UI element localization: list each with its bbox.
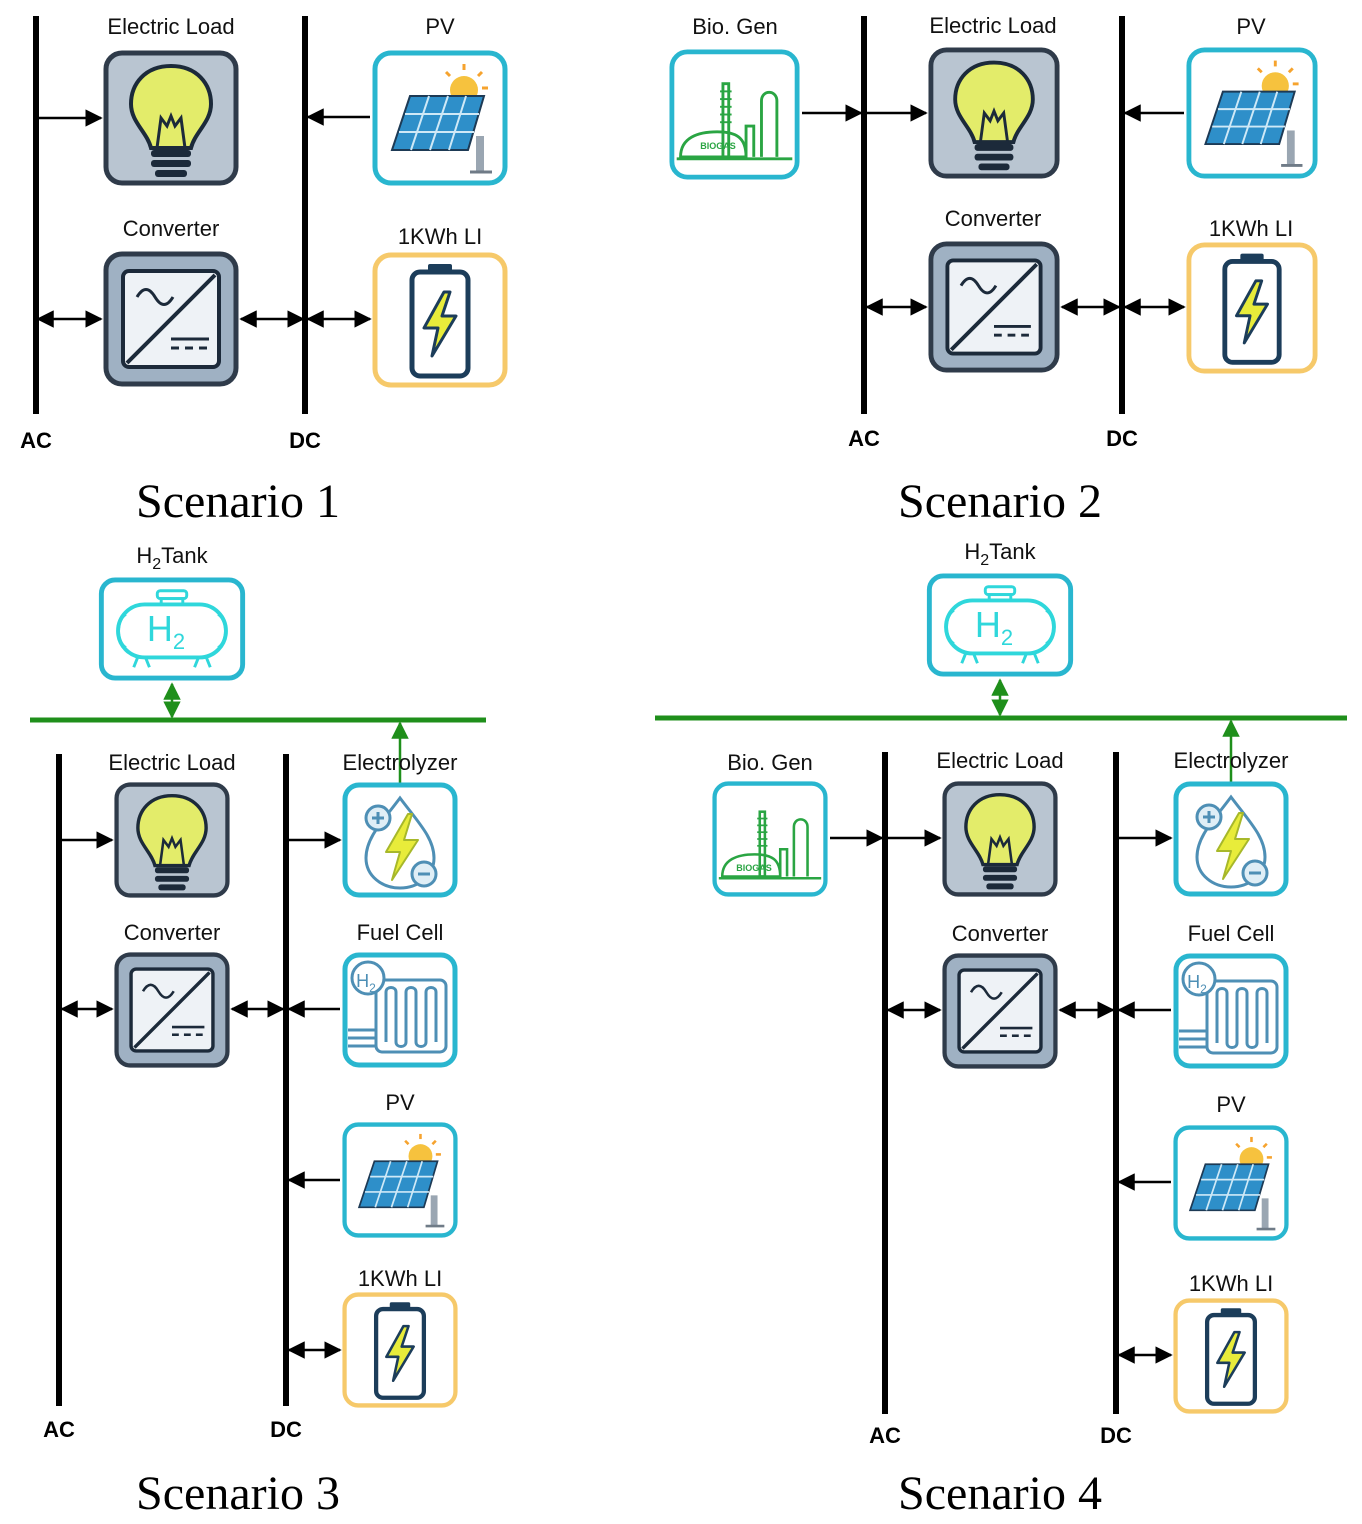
h2-tank-label: H2Tank bbox=[964, 539, 1036, 569]
battery-label: 1KWh LI bbox=[358, 1266, 442, 1291]
battery-label: 1KWh LI bbox=[1189, 1271, 1273, 1296]
scenario-3: H2Tank H2 AC DC Electric Load Converter … bbox=[30, 543, 486, 1520]
converter-label: Converter bbox=[945, 206, 1042, 231]
pv-label: PV bbox=[1236, 14, 1266, 39]
biogas-text: BIOGAS bbox=[736, 863, 772, 873]
dc-bus-label: DC bbox=[270, 1417, 302, 1442]
h2-tank-symbol: H2 bbox=[975, 604, 1013, 650]
bio-gen-label: Bio. Gen bbox=[692, 14, 778, 39]
ac-bus-label: AC bbox=[869, 1423, 901, 1448]
h2-tank-symbol: H2 bbox=[147, 608, 185, 654]
biogas-plant-icon bbox=[672, 52, 797, 177]
electric-load-label: Electric Load bbox=[936, 748, 1063, 773]
converter-label: Converter bbox=[124, 920, 221, 945]
scenario-caption: Scenario 3 bbox=[136, 1467, 340, 1520]
dc-bus-label: DC bbox=[289, 428, 321, 453]
battery-icon bbox=[375, 255, 505, 385]
lightbulb-icon bbox=[106, 53, 236, 183]
ac-bus-label: AC bbox=[20, 428, 52, 453]
electrolyzer-icon bbox=[1176, 784, 1286, 894]
battery-label: 1KWh LI bbox=[1209, 216, 1293, 241]
ac-bus-label: AC bbox=[43, 1417, 75, 1442]
scenario-4: H2Tank H2 AC DC Bio. Gen BIOGAS Electric… bbox=[655, 539, 1347, 1520]
dc-bus-label: DC bbox=[1106, 426, 1138, 451]
dc-bus-label: DC bbox=[1100, 1423, 1132, 1448]
solar-panel-icon bbox=[1176, 1128, 1287, 1239]
h2-tank-label: H2Tank bbox=[136, 543, 208, 573]
pv-label: PV bbox=[425, 14, 455, 39]
lightbulb-icon bbox=[117, 785, 228, 896]
electric-load-label: Electric Load bbox=[929, 13, 1056, 38]
battery-icon bbox=[345, 1295, 456, 1406]
biogas-text: BIOGAS bbox=[700, 141, 736, 151]
bio-gen-label: Bio. Gen bbox=[727, 750, 813, 775]
ac-bus-label: AC bbox=[848, 426, 880, 451]
fuel-cell-h2-symbol: H2 bbox=[1187, 972, 1207, 996]
pv-label: PV bbox=[1216, 1092, 1246, 1117]
electrolyzer-label: Electrolyzer bbox=[1174, 748, 1289, 773]
fuel-cell-h2-symbol: H2 bbox=[356, 971, 376, 995]
fuel-cell-label: Fuel Cell bbox=[357, 920, 444, 945]
converter-icon bbox=[945, 956, 1056, 1067]
scenario-caption: Scenario 4 bbox=[898, 1467, 1102, 1520]
battery-icon bbox=[1189, 245, 1315, 371]
converter-label: Converter bbox=[123, 216, 220, 241]
fuel-cell-label: Fuel Cell bbox=[1188, 921, 1275, 946]
solar-panel-icon bbox=[375, 53, 505, 183]
scenario-caption: Scenario 1 bbox=[136, 475, 340, 528]
pv-label: PV bbox=[385, 1090, 415, 1115]
scenario-2: AC DC Bio. Gen BIOGAS Electric Load Conv… bbox=[672, 13, 1315, 528]
converter-icon bbox=[106, 254, 236, 384]
converter-icon bbox=[931, 244, 1057, 370]
scenario-1: AC DC Electric Load Converter PV 1KWh LI… bbox=[20, 14, 505, 528]
biogas-plant-icon bbox=[715, 784, 826, 895]
solar-panel-icon bbox=[345, 1125, 456, 1236]
solar-panel-icon bbox=[1189, 50, 1315, 176]
scenario-caption: Scenario 2 bbox=[898, 475, 1102, 528]
lightbulb-icon bbox=[945, 784, 1056, 895]
converter-icon bbox=[117, 955, 228, 1066]
battery-icon bbox=[1176, 1301, 1287, 1412]
electric-load-label: Electric Load bbox=[107, 14, 234, 39]
lightbulb-icon bbox=[931, 50, 1057, 176]
battery-label: 1KWh LI bbox=[398, 224, 482, 249]
electrolyzer-icon bbox=[345, 785, 455, 895]
electrolyzer-label: Electrolyzer bbox=[343, 750, 458, 775]
electric-load-label: Electric Load bbox=[108, 750, 235, 775]
converter-label: Converter bbox=[952, 921, 1049, 946]
